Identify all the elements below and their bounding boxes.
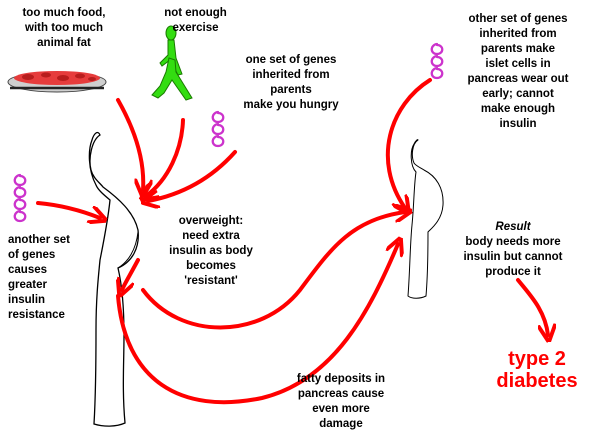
belly-outline xyxy=(117,231,139,269)
dna-helix-icon xyxy=(211,110,225,148)
label-genes-hunger: one set of genes inherited from parents … xyxy=(243,54,339,111)
dna-helix-icon xyxy=(430,42,444,80)
label-genes-islet: other set of genes inherited from parent… xyxy=(467,13,569,130)
label-genes-resistance: another set of genes causes greater insu… xyxy=(8,234,70,321)
person-silhouette-large xyxy=(88,131,139,427)
person-silhouette-small xyxy=(407,139,444,299)
walking-person-icon xyxy=(151,25,193,101)
arrow-genes-hunger-to-person xyxy=(148,150,237,201)
arrow-result-to-diabetes xyxy=(516,278,548,335)
arrow-resistance-to-small-person xyxy=(141,212,405,330)
arrow-exercise-to-person xyxy=(146,118,185,196)
arrow-islet-genes-to-small-person xyxy=(385,78,432,208)
arrow-food-to-person xyxy=(116,98,143,190)
arrow-fatty-deposits-to-small-person xyxy=(116,244,398,405)
arrow-genes-resistance-to-person xyxy=(36,201,100,218)
dna-helix-icon xyxy=(13,173,27,223)
label-food: too much food, with too much animal fat xyxy=(22,7,106,49)
label-overweight: overweight: need extra insulin as body b… xyxy=(169,215,253,287)
arrow-small-person-hip xyxy=(122,258,140,290)
label-type2-diabetes: type 2 diabetes xyxy=(496,348,578,392)
label-result-text: body needs more insulin but cannot produ… xyxy=(463,236,563,278)
fatty-food-icon xyxy=(7,71,107,93)
label-result-title: Result xyxy=(495,221,531,233)
label-exercise: not enough exercise xyxy=(164,7,227,34)
label-fatty-deposits: fatty deposits in pancreas cause even mo… xyxy=(296,373,386,430)
